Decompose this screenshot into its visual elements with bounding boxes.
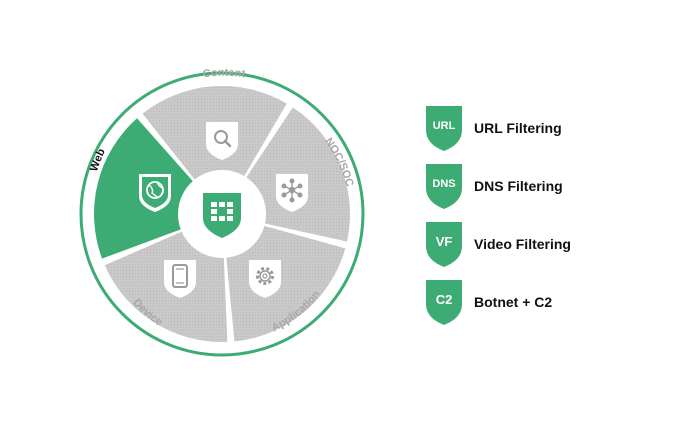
legend-label: DNS Filtering [474, 178, 563, 194]
legend-label: Botnet + C2 [474, 294, 553, 310]
shield-icon [426, 106, 462, 151]
shield-icon [426, 222, 462, 267]
legend-label: URL Filtering [474, 120, 562, 136]
phone-icon [164, 260, 196, 298]
gear-icon [249, 260, 281, 298]
network-icon [276, 174, 308, 212]
shield-icon [426, 164, 462, 209]
shield-icon [426, 280, 462, 325]
security-wheel: Content NOC/SOC Application Device Web [79, 67, 365, 357]
globe-icon [139, 174, 171, 212]
legend-abbr: C2 [435, 292, 453, 307]
legend-item: DNS DNS Filtering [424, 162, 684, 220]
legend-label: Video Filtering [474, 236, 571, 252]
segment-label-content: Content [202, 67, 246, 81]
fortinet-chip-icon [203, 193, 241, 238]
legend-abbr: URL [432, 120, 456, 132]
legend-item: VF Video Filtering [424, 220, 684, 278]
legend-abbr: VF [435, 234, 453, 249]
legend-item: C2 Botnet + C2 [424, 278, 684, 336]
wheel-segment-application [226, 225, 346, 342]
search-icon [206, 122, 238, 160]
legend-abbr: DNS [432, 178, 456, 190]
legend-item: URL URL Filtering [424, 104, 684, 162]
